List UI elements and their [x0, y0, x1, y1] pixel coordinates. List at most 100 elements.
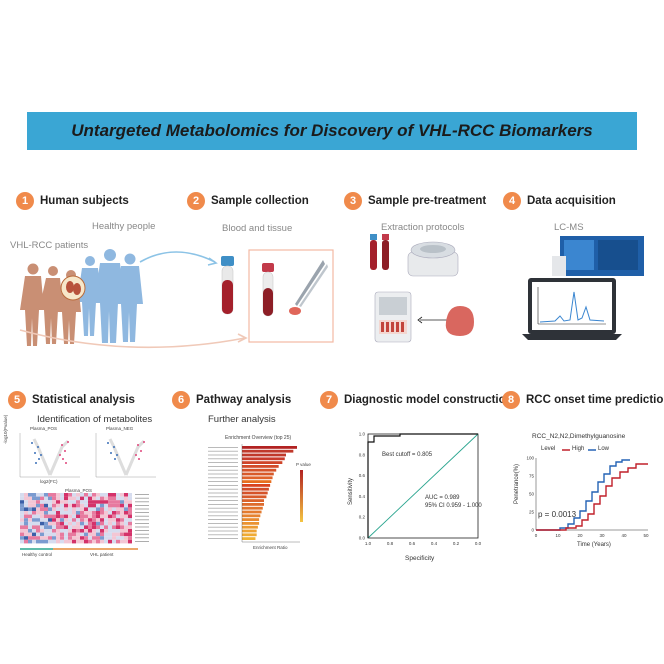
enrichment-bar-label — [208, 534, 238, 536]
step-1-badge: 1 — [16, 192, 34, 210]
heatmap-cell — [64, 503, 68, 508]
heatmap-cell — [80, 496, 84, 501]
heatmap-cell — [80, 536, 84, 540]
step-8-title: RCC onset time prediction — [526, 394, 664, 406]
heatmap-cell — [88, 525, 92, 529]
step-2-header: 2 Sample collection — [187, 192, 309, 210]
heatmap-cell — [116, 507, 120, 511]
heatmap-cell — [32, 511, 36, 515]
roc-yticks: 0.00.20.40.60.81.0 — [359, 432, 366, 541]
km-ylabel: Penetrance(%) — [514, 463, 520, 504]
roc-xlabel: Specificity — [405, 555, 435, 562]
enrichment-bar-label — [208, 473, 238, 475]
step-7-badge: 7 — [320, 391, 338, 409]
red-tube-icon — [262, 263, 274, 317]
enrichment-bar — [242, 514, 261, 518]
heatmap-cell — [100, 525, 104, 529]
heatmap-cell — [64, 529, 68, 533]
heatmap-cell — [68, 525, 72, 529]
statistical-analysis-figure — [19, 433, 156, 550]
enrichment-bar — [242, 491, 268, 495]
heatmap-cell — [32, 503, 36, 508]
heatmap-cell — [48, 511, 52, 515]
heatmap-row-label — [135, 494, 149, 495]
roc-xtick-label: 0.2 — [453, 541, 460, 546]
heatmap-row-label — [135, 523, 149, 524]
step-6-title: Pathway analysis — [196, 394, 292, 406]
heatmap-cell — [96, 525, 100, 529]
heatmap-cell — [120, 529, 124, 533]
heatmap-cell — [84, 496, 88, 501]
roc-ytick-label: 0.4 — [359, 494, 366, 499]
heatmap-cell — [112, 507, 116, 511]
heatmap-cell — [64, 496, 68, 501]
heatmap-cell — [124, 518, 128, 522]
heatmap-cell — [116, 532, 120, 537]
step-5-title: Statistical analysis — [32, 394, 135, 406]
heatmap-cell — [24, 521, 28, 526]
enrichment-bar-label — [208, 523, 238, 524]
km-xtick-label: 40 — [621, 533, 627, 538]
heatmap-cell — [100, 514, 104, 519]
step-3-header: 3 Sample pre-treatment — [344, 192, 486, 210]
heatmap-cell — [60, 493, 64, 497]
heatmap-cell — [36, 521, 40, 526]
enrichment-bar — [242, 484, 271, 487]
heatmap-cell — [52, 507, 56, 511]
km-title: RCC_N2,N2,Dimethylguanosine — [532, 433, 626, 440]
heatmap-cell — [116, 514, 120, 519]
heatmap-cell — [56, 525, 60, 529]
heatmap-cell — [112, 521, 116, 526]
heatmap-cell — [100, 511, 104, 515]
heatmap-cell — [128, 493, 132, 497]
freeze-dryer-icon — [374, 291, 412, 343]
heatmap-cell — [52, 529, 56, 533]
enrichment-bar — [242, 457, 285, 461]
heatmap-cell — [20, 525, 24, 529]
heatmap-cell — [116, 511, 120, 515]
heatmap-cell — [88, 503, 92, 508]
enrichment-bar — [242, 476, 273, 480]
heatmap-cell — [72, 536, 76, 540]
step-8-header: 8 RCC onset time prediction — [502, 391, 664, 409]
heatmap-row-label — [135, 515, 149, 517]
roc-curve — [367, 433, 478, 538]
km-xlabel: Time (Years) — [577, 542, 611, 548]
heatmap-cell — [128, 514, 132, 519]
km-low-curve — [536, 459, 630, 531]
lcms-instrument-icon — [552, 236, 644, 276]
heatmap-cell — [116, 536, 120, 540]
heatmap-cell — [92, 525, 96, 529]
heatmap-cell — [100, 539, 104, 544]
heatmap-cell — [104, 521, 108, 526]
heatmap-cell — [80, 521, 84, 526]
heatmap-cell — [44, 514, 48, 519]
heatmap-cell — [44, 518, 48, 522]
heatmap-cell — [68, 493, 72, 497]
heatmap-cell — [56, 507, 60, 511]
heatmap-cell — [96, 536, 100, 540]
heatmap-cell — [120, 536, 124, 540]
heatmap-cell — [24, 493, 28, 497]
heatmap-cell — [64, 525, 68, 529]
heatmap-cell — [60, 511, 64, 515]
heatmap-cell — [96, 503, 100, 508]
heatmap-cell — [108, 529, 112, 533]
roc-xtick-label: 0.0 — [475, 541, 482, 546]
heatmap-cell — [88, 514, 92, 519]
step-5-header: 5 Statistical analysis — [8, 391, 135, 409]
heatmap-cell — [72, 511, 76, 515]
heatmap-cell — [40, 518, 44, 522]
roc-ylabel: Sensitivity — [348, 477, 354, 505]
roc-ytick-label: 0.6 — [359, 473, 366, 478]
data-acquisition-illustration — [522, 236, 644, 340]
heatmap-cell — [92, 514, 96, 519]
enrichment-bar-label — [208, 454, 238, 456]
heatmap-cell — [44, 521, 48, 526]
heatmap-cell — [96, 539, 100, 544]
heatmap-cell — [68, 539, 72, 544]
banner-title: Untargeted Metabolomics for Discovery of… — [71, 121, 593, 140]
heatmap-cell — [80, 514, 84, 519]
heatmap-cell — [72, 493, 76, 497]
heatmap-cell — [56, 514, 60, 519]
